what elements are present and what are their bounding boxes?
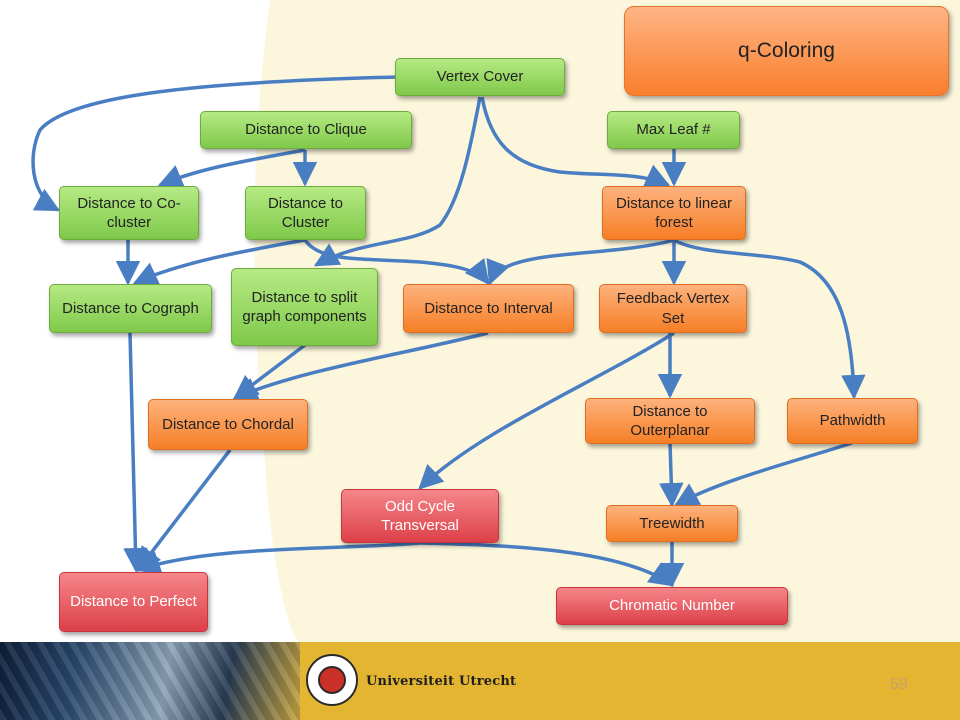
node-distance-to-interval: Distance to Interval — [403, 284, 574, 333]
node-distance-to-split-graph-components: Distance to split graph components — [231, 268, 378, 346]
edge-vertex-cover-to-split-graph — [313, 96, 482, 267]
node-distance-to-cluster: Distance to Cluster — [245, 186, 366, 240]
edge-cograph-to-perfect — [123, 332, 148, 573]
page-number: 59 — [890, 676, 908, 693]
node-treewidth: Treewidth — [606, 505, 738, 542]
edge-oct-to-perfect — [135, 541, 421, 575]
footer-photo — [0, 642, 300, 720]
edge-oct-to-chromatic — [419, 541, 674, 587]
node-feedback-vertex-set: Feedback Vertex Set — [599, 284, 747, 333]
slide-title: q-Coloring — [624, 6, 949, 96]
node-distance-to-chordal: Distance to Chordal — [148, 399, 308, 450]
edge-clique-to-cocluster — [157, 148, 306, 188]
edge-outerplanar-to-treewidth — [659, 442, 684, 508]
node-distance-to-clique: Distance to Clique — [200, 111, 412, 149]
edges-layer — [31, 75, 866, 588]
university-name: Universiteit Utrecht — [366, 674, 517, 689]
node-vertex-cover: Vertex Cover — [395, 58, 565, 96]
edge-vertex-cover-to-linear-forest — [480, 96, 671, 187]
edge-linear-forest-to-pathwidth — [673, 238, 866, 400]
edge-linear-forest-to-interval — [486, 238, 675, 286]
edge-pathwidth-to-treewidth — [673, 441, 853, 507]
node-odd-cycle-transversal: Odd Cycle Transversal — [341, 489, 499, 543]
edge-fvs-to-oct — [418, 331, 675, 490]
node-distance-to-outerplanar: Distance to Outerplanar — [585, 398, 755, 444]
edge-cluster-to-cograph — [132, 238, 306, 285]
node-distance-to-cocluster: Distance to Co-cluster — [59, 186, 199, 240]
node-distance-to-linear-forest: Distance to linear forest — [602, 186, 746, 240]
edge-interval-to-chordal — [232, 331, 489, 401]
university-seal-icon — [306, 654, 358, 706]
node-distance-to-perfect: Distance to Perfect — [59, 572, 208, 632]
edge-cluster-to-interval — [303, 238, 490, 285]
footer-bar: Universiteit Utrecht 59 — [0, 642, 960, 720]
node-distance-to-cograph: Distance to Cograph — [49, 284, 212, 333]
node-chromatic-number: Chromatic Number — [556, 587, 788, 625]
node-pathwidth: Pathwidth — [787, 398, 918, 444]
edge-split-graph-to-chordal — [233, 343, 307, 400]
edge-vertex-cover-to-cocluster — [31, 75, 399, 212]
edge-chordal-to-perfect — [136, 448, 232, 572]
node-max-leaf: Max Leaf # — [607, 111, 740, 149]
